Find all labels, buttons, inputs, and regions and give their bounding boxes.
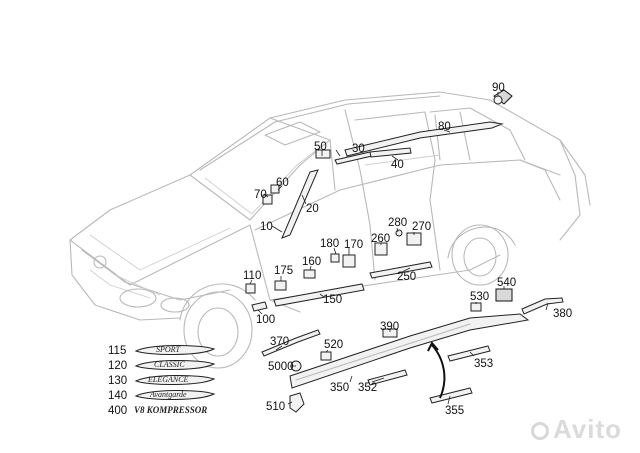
badge-number-140: 140 xyxy=(108,390,127,402)
leader-lines xyxy=(249,92,549,405)
label-20: 20 xyxy=(306,203,319,215)
label-150: 150 xyxy=(323,294,342,306)
label-250: 250 xyxy=(397,271,416,283)
label-170: 170 xyxy=(344,239,363,251)
badge-text-120: CLASSIC xyxy=(154,360,185,369)
label-180: 180 xyxy=(320,238,339,250)
badge-number-130: 130 xyxy=(108,375,127,387)
label-60: 60 xyxy=(276,177,289,189)
label-353: 353 xyxy=(474,358,493,370)
watermark-text: Avito xyxy=(552,414,622,444)
badge-number-400: 400 xyxy=(108,405,127,417)
label-90: 90 xyxy=(492,82,505,94)
badge-legend: 115 SPORT 120 CLASSIC 130 ELEGANCE 140 A… xyxy=(108,344,216,417)
label-10: 10 xyxy=(260,221,273,233)
label-530: 530 xyxy=(470,291,489,303)
watermark-logo-icon xyxy=(530,422,549,441)
label-350: 350 xyxy=(330,382,349,394)
label-175: 175 xyxy=(274,265,293,277)
badge-number-120: 120 xyxy=(108,360,127,372)
label-40: 40 xyxy=(391,159,404,171)
badge-plate-140 xyxy=(134,389,216,401)
label-390: 390 xyxy=(380,321,399,333)
label-280: 280 xyxy=(388,217,407,229)
badge-text-130: ELEGANCE xyxy=(147,375,189,384)
label-370: 370 xyxy=(270,336,289,348)
label-540: 540 xyxy=(497,277,516,289)
label-50: 50 xyxy=(314,141,327,153)
label-260: 260 xyxy=(371,233,390,245)
badge-plate-130 xyxy=(134,374,216,386)
label-110: 110 xyxy=(243,270,261,282)
badge-text-400: V8 KOMPRESSOR xyxy=(134,405,207,415)
label-355: 355 xyxy=(445,405,464,417)
label-380: 380 xyxy=(553,308,572,320)
avito-watermark: Avito xyxy=(530,414,622,445)
label-70: 70 xyxy=(254,189,267,201)
badge-text-140: Avantgarde xyxy=(149,390,187,399)
label-30: 30 xyxy=(352,143,365,155)
label-5000: 5000 xyxy=(268,361,294,373)
car-outline xyxy=(69,91,591,369)
badge-plate-115 xyxy=(134,344,216,356)
label-80: 80 xyxy=(438,121,451,133)
label-100: 100 xyxy=(256,314,275,326)
label-270: 270 xyxy=(412,221,431,233)
badge-number-115: 115 xyxy=(108,345,126,357)
label-352: 352 xyxy=(358,382,377,394)
parts-layer xyxy=(245,89,564,413)
badge-text-115: SPORT xyxy=(156,345,181,354)
part-labels: 90 80 50 30 40 60 70 20 10 180 170 280 2… xyxy=(243,82,572,417)
label-520: 520 xyxy=(324,339,343,351)
badge-plate-120 xyxy=(134,359,216,371)
label-160: 160 xyxy=(302,256,321,268)
label-510: 510 xyxy=(266,401,285,413)
